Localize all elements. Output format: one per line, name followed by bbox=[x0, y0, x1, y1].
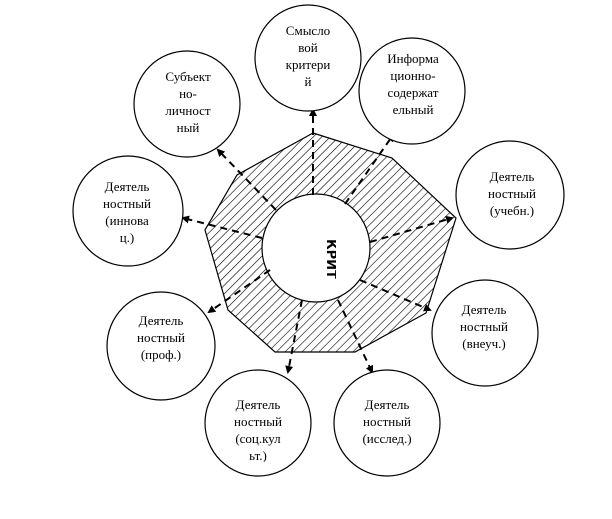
node-circle-prof bbox=[106, 291, 216, 401]
node-line: ьт.) bbox=[249, 448, 267, 462]
node-smyslovoy: Смысло вой критери й bbox=[268, 22, 348, 94]
node-line: Деятель bbox=[235, 397, 281, 412]
arrow-to-sots-kult bbox=[285, 299, 303, 374]
node-sots-kult: Деятель ностный (соц.кул ьт.) bbox=[218, 396, 298, 462]
node-line: критери bbox=[285, 57, 331, 72]
node-line: содержат bbox=[387, 85, 439, 100]
node-informatsionno: Информа ционно- содержат ельный bbox=[371, 50, 455, 122]
node-line: (учебн.) bbox=[489, 203, 535, 218]
node-line: Смысло bbox=[285, 23, 331, 38]
node-line: ельный bbox=[392, 102, 434, 117]
node-circle-informatsionno bbox=[358, 37, 466, 145]
node-line: ный bbox=[176, 120, 200, 135]
node-line: (внеуч.) bbox=[462, 336, 506, 351]
node-uchebn: Деятель ностный (учебн.) bbox=[472, 168, 552, 228]
node-issled: Деятель ностный (исслед.) bbox=[346, 396, 428, 456]
node-line: Деятель bbox=[364, 397, 410, 412]
node-subyektno: Субъект но- личност ный bbox=[148, 68, 228, 140]
node-circle-uchebn bbox=[455, 140, 565, 250]
node-circle-smyslovoy bbox=[254, 4, 362, 112]
node-line: (иннова bbox=[105, 213, 149, 228]
node-line: (соц.кул bbox=[235, 431, 281, 446]
node-circles bbox=[72, 4, 565, 477]
node-line: ционно- bbox=[390, 68, 436, 83]
node-innovats: Деятель ностный (иннова ц.) bbox=[86, 178, 168, 262]
node-line: личност bbox=[165, 103, 211, 118]
node-line: (исслед.) bbox=[362, 431, 412, 446]
node-line: Деятель bbox=[489, 169, 535, 184]
arrow-to-informatsionno bbox=[344, 133, 395, 205]
node-line: ц.) bbox=[119, 230, 135, 245]
node-circle-sots-kult bbox=[204, 369, 312, 477]
connector-arrows bbox=[181, 108, 454, 374]
node-line: ностный bbox=[363, 414, 411, 429]
arrow-to-issled bbox=[337, 299, 374, 374]
arrow-to-prof bbox=[207, 269, 271, 314]
node-line: ностный bbox=[460, 319, 508, 334]
node-circle-subyektno bbox=[133, 50, 241, 158]
node-line: ностный bbox=[488, 186, 536, 201]
node-line: Субъект bbox=[165, 69, 211, 84]
arrow-to-subyektno bbox=[216, 148, 277, 211]
node-line: Деятель bbox=[461, 302, 507, 317]
hub-label: КРИТ bbox=[323, 239, 336, 279]
node-line: ностный bbox=[234, 414, 282, 429]
node-line: Информа bbox=[387, 51, 439, 66]
arrow-to-vneuch bbox=[359, 279, 432, 312]
node-circle-innovats bbox=[72, 155, 184, 267]
node-line: й bbox=[304, 74, 312, 89]
node-line: вой bbox=[298, 40, 318, 55]
node-vneuch: Деятель ностный (внеуч.) bbox=[444, 301, 524, 361]
node-prof: Деятель ностный (проф.) bbox=[121, 312, 201, 372]
node-line: Деятель bbox=[104, 179, 150, 194]
node-circle-issled bbox=[333, 369, 441, 477]
node-line: ностный bbox=[137, 330, 185, 345]
node-line: (проф.) bbox=[140, 347, 182, 362]
node-line: ностный bbox=[103, 196, 151, 211]
arrow-to-innovats bbox=[181, 215, 263, 239]
arrow-to-uchebn bbox=[369, 215, 454, 243]
node-line: но- bbox=[179, 86, 197, 101]
node-line: Деятель bbox=[138, 313, 184, 328]
hub-circle bbox=[261, 193, 371, 303]
node-circle-vneuch bbox=[431, 279, 539, 387]
